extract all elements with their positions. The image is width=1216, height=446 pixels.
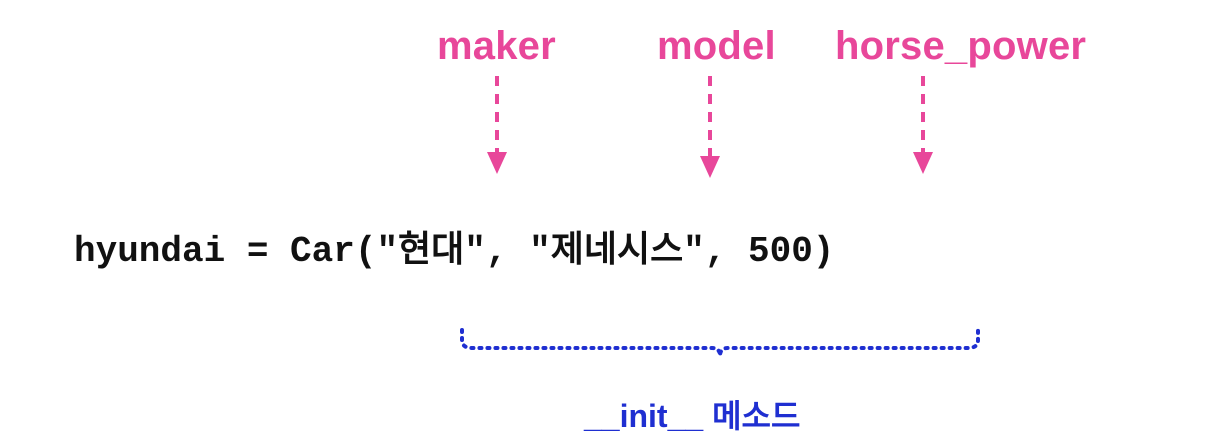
code-line: hyundai = Car("현대", "제네시스", 500)	[74, 231, 835, 272]
arrow-horse-power	[913, 76, 933, 174]
parameter-label-maker: maker	[437, 24, 556, 68]
brace-shape	[460, 328, 980, 357]
parameter-label-model: model	[657, 24, 776, 68]
parameter-label-horse-power: horse_power	[835, 24, 1087, 68]
init-method-caption: __init__ 메소드	[584, 398, 801, 434]
arrow-maker	[487, 76, 507, 174]
arrow-model	[700, 76, 720, 178]
